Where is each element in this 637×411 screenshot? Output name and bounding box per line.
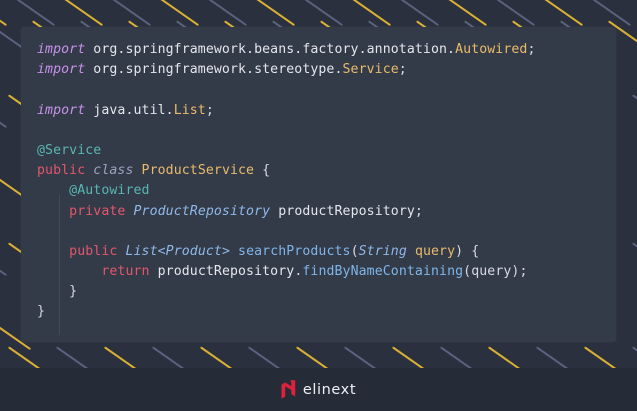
decorative-stripe <box>632 242 637 277</box>
decorative-stripe <box>392 0 440 27</box>
decorative-stripe <box>152 0 200 27</box>
token-finder-method: findByNameContaining <box>302 264 464 280</box>
token-param-type: String <box>358 243 407 259</box>
token-type: Service <box>342 62 399 78</box>
token-import: import <box>37 62 86 78</box>
token-type: Autowired <box>455 42 528 57</box>
token-keyword-public: public <box>69 243 118 259</box>
decorative-stripe <box>0 0 8 27</box>
decorative-stripe <box>632 0 637 27</box>
token-annotation-service: @Service <box>37 142 102 158</box>
token-keyword-public: public <box>37 163 86 179</box>
token-semicolon: ; <box>519 264 528 280</box>
decorative-stripe <box>200 0 248 27</box>
token-brace-close: } <box>37 304 46 320</box>
token-class-name: ProductService <box>141 163 255 179</box>
token-param-name: query <box>414 243 456 259</box>
decorative-stripe <box>248 0 296 27</box>
token-import: import <box>37 102 86 118</box>
decorative-stripe <box>0 242 8 277</box>
token-call-args: (query) <box>463 264 520 280</box>
indent-guide <box>59 195 60 335</box>
token-repo-type: ProductRepository <box>133 203 271 219</box>
token-semicolon: ; <box>414 203 423 219</box>
token-semicolon: ; <box>398 62 407 78</box>
token-annotation-autowired: @Autowired <box>69 183 150 199</box>
code-panel: import org.springframework.beans.factory… <box>21 27 616 342</box>
code-line-blank <box>37 222 616 242</box>
code-line: private ProductRepository productReposit… <box>37 202 616 222</box>
code-line-blank <box>37 80 616 100</box>
code-line: return productRepository.findByNameConta… <box>37 262 616 282</box>
token-keyword-class: class <box>93 163 134 179</box>
token-package: java.util. <box>85 102 174 118</box>
token-keyword-return: return <box>101 264 150 280</box>
brand-logo: elinext <box>281 380 356 399</box>
token-brace-open: { <box>463 243 480 259</box>
elinext-n-mark-icon <box>281 380 296 399</box>
decorative-stripe <box>488 0 536 27</box>
token-dot: . <box>294 264 303 280</box>
decorative-stripe <box>104 0 152 27</box>
token-semicolon: ; <box>205 102 214 118</box>
decorative-stripe <box>584 0 632 27</box>
decorative-stripe <box>632 94 637 129</box>
footer-bar: elinext <box>0 368 637 411</box>
decorative-stripe <box>296 0 344 27</box>
code-line: } <box>37 302 616 322</box>
token-paren-open: ( <box>350 243 359 259</box>
token-import: import <box>37 42 86 57</box>
token-repo-field: productRepository <box>278 203 415 219</box>
code-line: import org.springframework.stereotype.Se… <box>37 60 616 80</box>
token-package: org.springframework.stereotype. <box>85 62 343 78</box>
decorative-stripe <box>56 0 104 27</box>
token-brace-open: { <box>254 163 271 179</box>
token-keyword-private: private <box>69 203 126 219</box>
token-semicolon: ; <box>527 42 536 57</box>
code-line: public class ProductService { <box>37 161 616 181</box>
token-type: List <box>173 102 206 118</box>
decorative-stripe <box>0 94 8 129</box>
token-method-name: searchProducts <box>238 243 351 259</box>
decorative-stripe <box>440 0 488 27</box>
code-line: @Service <box>37 141 616 161</box>
token-return-type: List<Product> <box>125 243 230 259</box>
token-repo-field: productRepository <box>157 264 295 280</box>
brand-name: elinext <box>302 381 357 398</box>
decorative-stripe <box>536 0 584 27</box>
decorative-stripe <box>8 0 56 27</box>
code-line: } <box>37 282 616 302</box>
code-line: public List<Product> searchProducts(Stri… <box>37 242 616 262</box>
code-line: import org.springframework.beans.factory… <box>37 40 616 60</box>
token-package: org.springframework.beans.factory.annota… <box>85 42 456 57</box>
token-brace-close: } <box>69 284 78 300</box>
token-paren-close: ) <box>455 243 464 259</box>
code-line: import java.util.List; <box>37 101 616 121</box>
code-block: import org.springframework.beans.factory… <box>37 40 616 323</box>
code-line-blank <box>37 121 616 141</box>
decorative-stripe <box>344 0 392 27</box>
code-line: @Autowired <box>37 181 616 201</box>
